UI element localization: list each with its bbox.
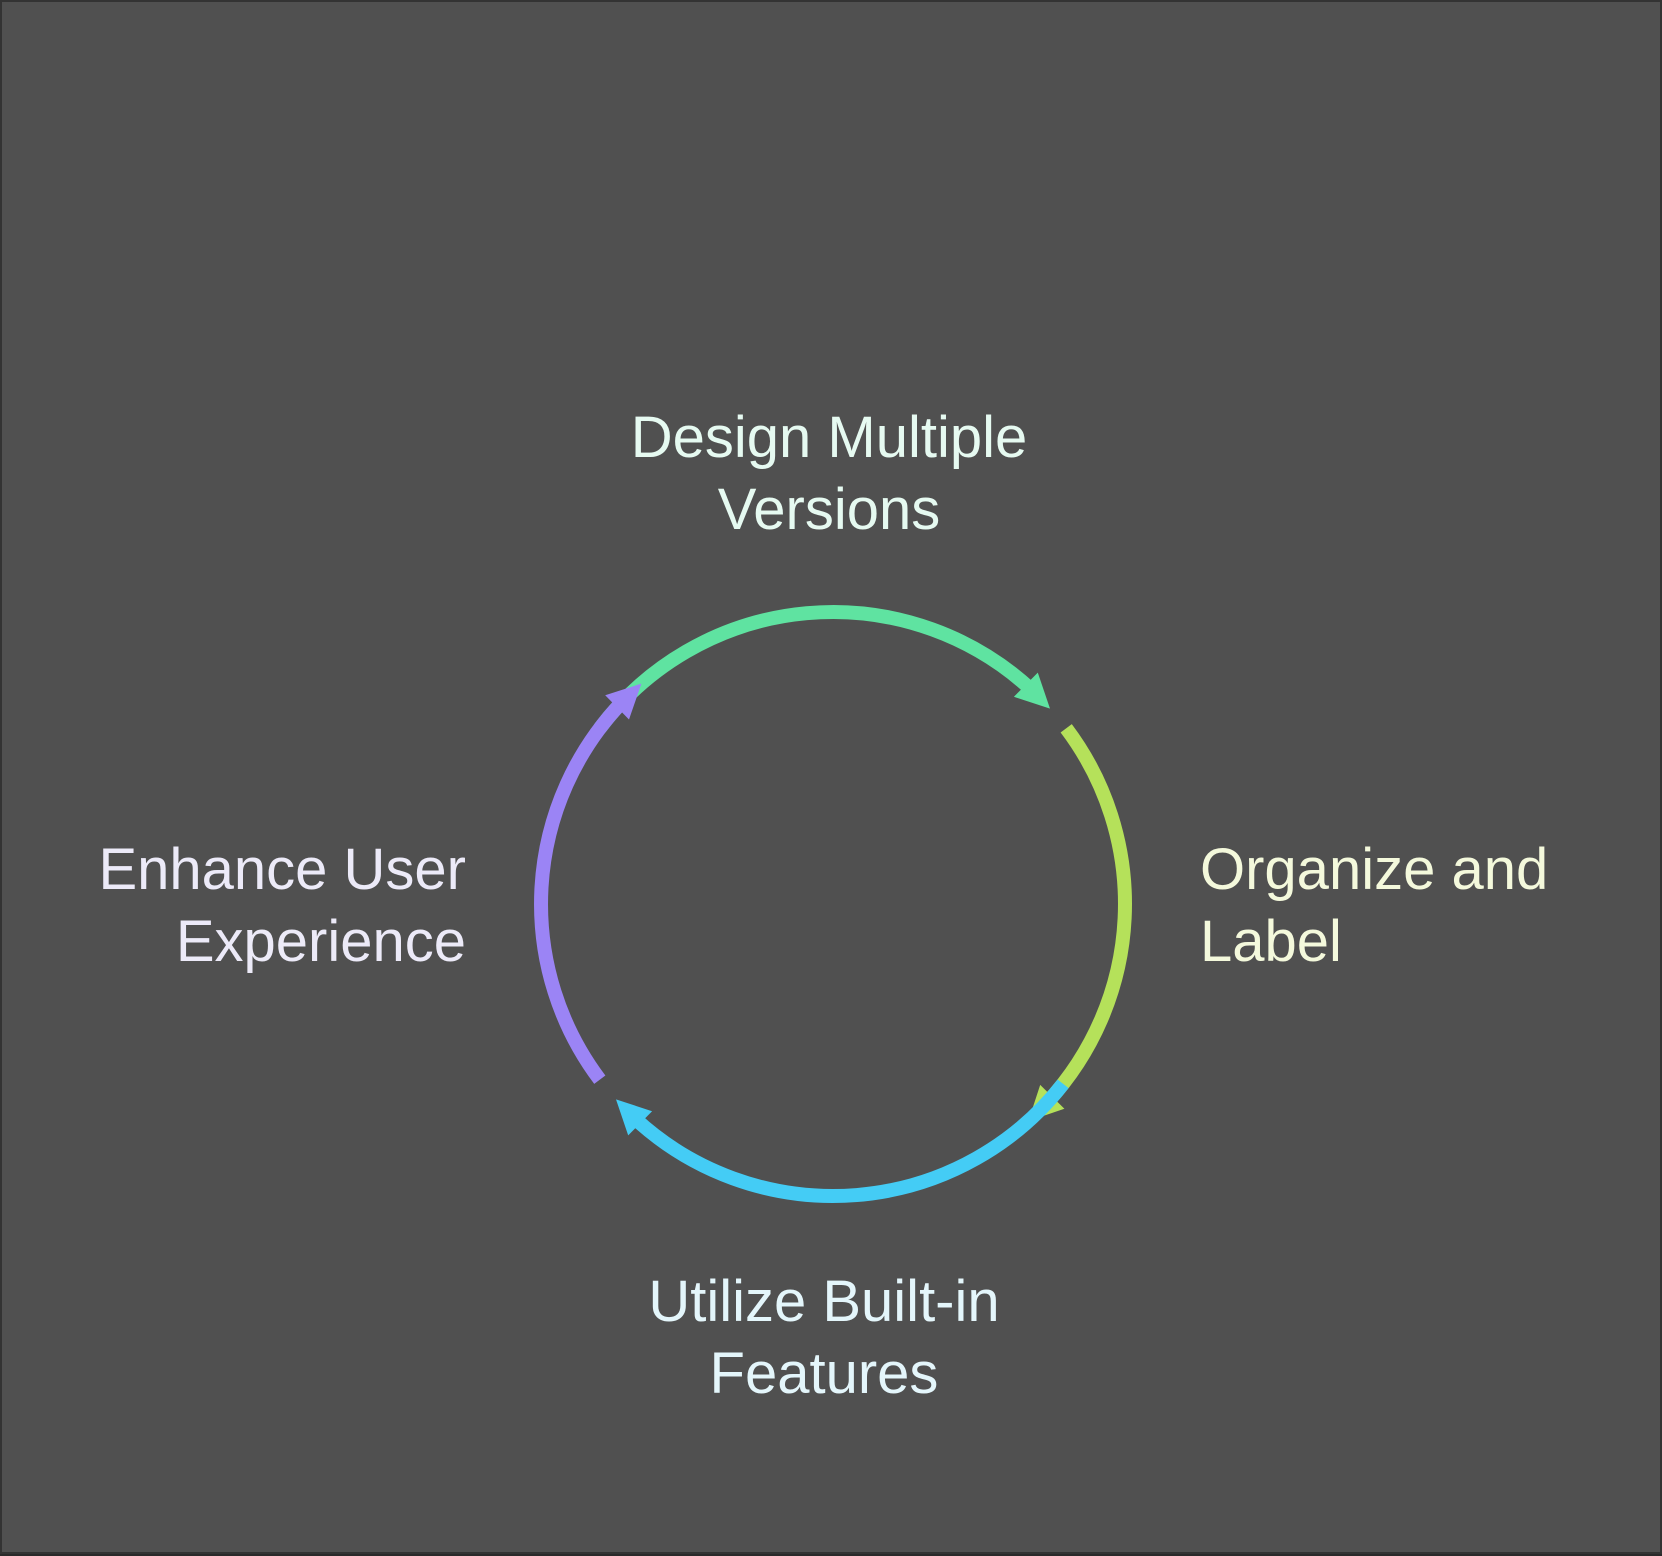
arrow-arc-organize [1042, 724, 1132, 1107]
step-label-enhance-user-experience: Enhance User Experience [46, 834, 466, 978]
arrow-arc-enhance [534, 697, 627, 1084]
arrow-arc-design [594, 605, 1036, 733]
arrow-arc-utilize [630, 1079, 1069, 1203]
step-label-utilize-built-in-features: Utilize Built-in Features [574, 1266, 1074, 1410]
step-label-design-multiple-versions: Design Multiple Versions [582, 402, 1076, 546]
step-label-line: Design Multiple [630, 405, 1028, 470]
step-label-line: Features [709, 1341, 939, 1406]
step-label-line: Experience [175, 909, 466, 974]
step-label-line: Versions [717, 477, 941, 542]
arrowhead-utilize [616, 1099, 653, 1136]
step-label-organize-and-label: Organize and Label [1200, 834, 1620, 978]
step-label-line: Label [1200, 909, 1342, 974]
step-label-line: Enhance User [98, 837, 466, 902]
step-label-line: Utilize Built-in [648, 1269, 1000, 1334]
step-label-line: Organize and [1200, 837, 1549, 902]
arrowhead-design [1013, 672, 1050, 709]
arrowhead-enhance [605, 683, 642, 720]
